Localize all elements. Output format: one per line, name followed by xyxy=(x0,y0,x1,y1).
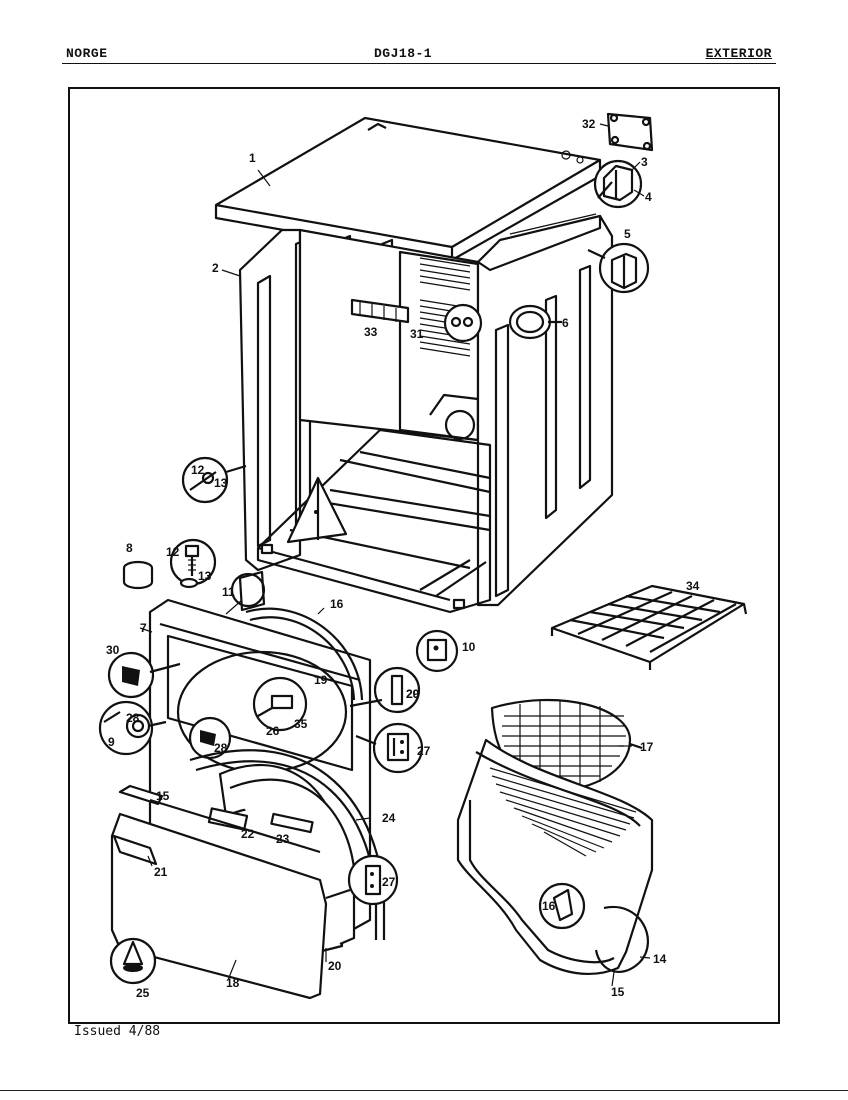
header-rule xyxy=(62,63,776,64)
diagram-frame xyxy=(68,87,780,1024)
callout-13-upper: 13 xyxy=(214,476,228,490)
model-number: DGJ18-1 xyxy=(374,46,433,61)
callout-23: 23 xyxy=(276,832,290,846)
rear-bracket xyxy=(350,298,410,324)
exhaust-duct-ring xyxy=(508,304,562,340)
callout-16-upper: 16 xyxy=(330,597,344,611)
knob-8 xyxy=(122,560,154,590)
lint-duct xyxy=(456,738,654,975)
callout-30: 30 xyxy=(106,643,120,657)
lint-duct-grille xyxy=(489,767,637,857)
callout-14: 14 xyxy=(653,952,667,966)
bottom-rule xyxy=(0,1090,848,1091)
callout-28-lower: 28 xyxy=(214,741,228,755)
leader-lines xyxy=(139,161,651,987)
callout-15-upper: 15 xyxy=(156,789,170,803)
callout-25: 25 xyxy=(136,986,150,1000)
hinge-detail xyxy=(593,159,643,209)
callout-20-lower: 20 xyxy=(328,959,342,973)
callout-29: 29 xyxy=(406,687,420,701)
callout-24: 24 xyxy=(382,811,396,825)
lint-screen-mesh xyxy=(502,700,626,790)
callout-6: 6 xyxy=(562,316,569,330)
rear-grommet-detail xyxy=(443,303,483,343)
callout-19: 19 xyxy=(314,673,328,687)
callout-31: 31 xyxy=(410,327,424,341)
callout-21: 21 xyxy=(154,865,168,879)
callout-26: 26 xyxy=(266,724,280,738)
callout-35: 35 xyxy=(294,717,308,731)
leveling-leg-12 xyxy=(169,538,217,589)
thermostat-detail xyxy=(587,242,650,294)
drying-rack xyxy=(550,584,748,670)
callout-20-upper: 20 xyxy=(406,687,420,701)
door-assembly xyxy=(109,749,399,1000)
callout-27-lower: 27 xyxy=(382,875,396,889)
brand-name: NORGE xyxy=(66,46,108,61)
callout-12-upper: 12 xyxy=(191,463,205,477)
callout-9: 9 xyxy=(108,735,115,749)
cabinet xyxy=(238,213,614,614)
callout-5: 5 xyxy=(624,227,631,241)
callout-32: 32 xyxy=(582,117,596,131)
callout-34: 34 xyxy=(686,579,700,593)
callout-2: 2 xyxy=(212,261,219,275)
callout-15-lower: 15 xyxy=(611,985,625,999)
terminal-block xyxy=(599,112,654,152)
callout-7: 7 xyxy=(140,621,147,635)
callout-10: 10 xyxy=(462,640,476,654)
callout-8: 8 xyxy=(126,541,133,555)
callout-18: 18 xyxy=(226,976,240,990)
callout-22: 22 xyxy=(241,827,255,841)
callout-4: 4 xyxy=(645,190,652,204)
section-title: EXTERIOR xyxy=(705,46,772,61)
issue-date: Issued 4/88 xyxy=(74,1024,161,1039)
top-panel xyxy=(214,116,602,262)
callout-11: 11 xyxy=(222,585,235,599)
callout-28-upper: 28 xyxy=(126,711,140,725)
callout-17: 17 xyxy=(640,740,654,754)
callout-13-lower: 13 xyxy=(198,569,212,583)
callout-1: 1 xyxy=(249,151,256,165)
callout-27-upper: 27 xyxy=(417,744,431,758)
callout-16-lower: 16 xyxy=(542,899,556,913)
callout-labels: 1 2 3 4 5 6 7 8 9 10 11 12 12 13 13 14 1… xyxy=(106,117,700,1000)
leveling-leg-detail xyxy=(181,456,247,504)
callout-33: 33 xyxy=(364,325,378,339)
callout-3: 3 xyxy=(641,155,648,169)
callout-12-lower: 12 xyxy=(166,545,180,559)
